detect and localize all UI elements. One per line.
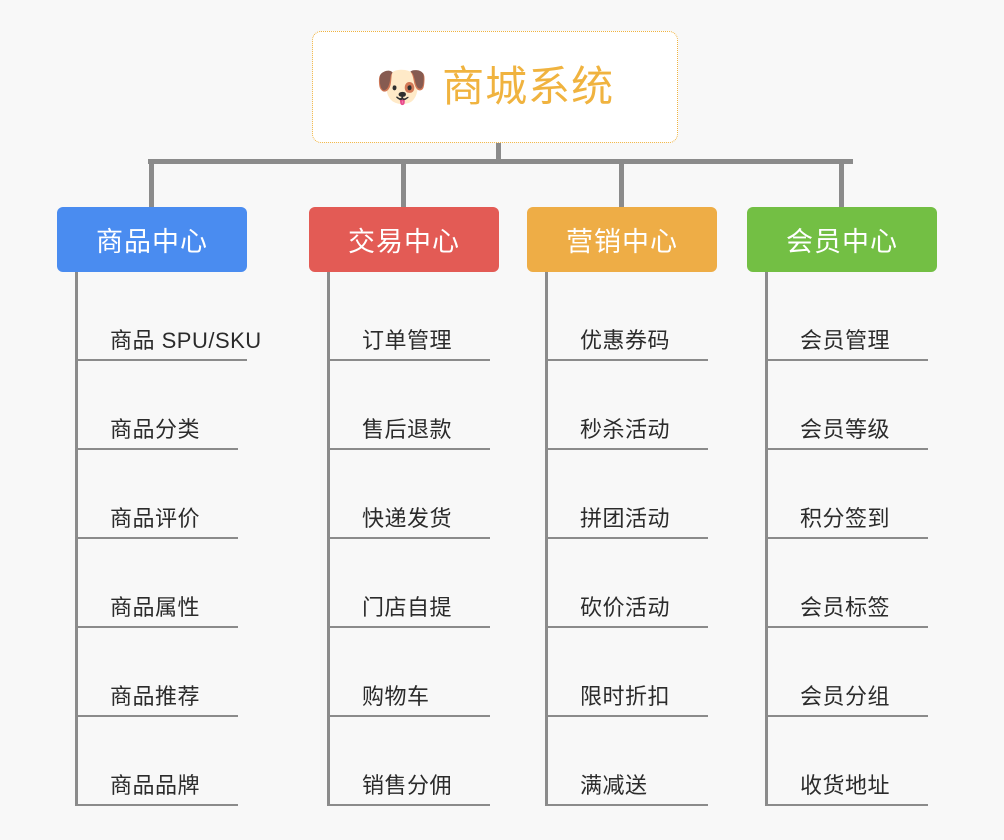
leaf-item-label: 门店自提 xyxy=(362,595,453,620)
leaf-underline: 商品分类 xyxy=(78,412,238,450)
column-trade-center: 交易中心订单管理售后退款快递发货门店自提购物车销售分佣 xyxy=(309,207,499,806)
leaf-item[interactable]: 商品品牌 xyxy=(78,717,247,806)
leaf-item[interactable]: 商品 SPU/SKU xyxy=(78,272,261,361)
leaf-item-label: 售后退款 xyxy=(362,417,453,442)
leaf-item[interactable]: 快递发货 xyxy=(330,450,499,539)
leaf-underline: 秒杀活动 xyxy=(548,412,708,450)
leaf-item[interactable]: 门店自提 xyxy=(330,539,499,628)
leaf-item[interactable]: 会员管理 xyxy=(768,272,937,361)
leaf-item-label: 积分签到 xyxy=(800,506,891,531)
leaf-item-label: 秒杀活动 xyxy=(580,417,671,442)
branch-drop-connector-marketing-center xyxy=(619,159,624,207)
root-node[interactable]: 🐶 商城系统 xyxy=(312,31,678,143)
leaf-item-label: 销售分佣 xyxy=(362,773,453,798)
dog-face-icon: 🐶 xyxy=(375,63,429,110)
root-title: 商城系统 xyxy=(442,63,615,110)
leaf-underline: 会员管理 xyxy=(768,323,928,361)
leaf-item-label: 优惠券码 xyxy=(580,328,671,353)
leaf-item[interactable]: 优惠券码 xyxy=(548,272,717,361)
leaf-item[interactable]: 会员标签 xyxy=(768,539,937,628)
leaf-item[interactable]: 限时折扣 xyxy=(548,628,717,717)
column-product-center: 商品中心商品 SPU/SKU 商品分类商品评价商品属性商品推荐商品品牌 xyxy=(57,207,261,806)
category-box-marketing-center[interactable]: 营销中心 xyxy=(527,207,717,272)
leaf-underline: 订单管理 xyxy=(330,323,490,361)
leaf-underline: 满减送 xyxy=(548,768,708,806)
horizontal-bus-connector xyxy=(148,159,853,164)
leaf-item[interactable]: 秒杀活动 xyxy=(548,361,717,450)
leaf-underline: 购物车 xyxy=(330,679,490,717)
leaf-list-marketing-center: 优惠券码秒杀活动拼团活动砍价活动限时折扣满减送 xyxy=(545,272,717,806)
leaf-item[interactable]: 满减送 xyxy=(548,717,717,806)
leaf-item-label: 会员分组 xyxy=(800,684,891,709)
root-trunk-connector xyxy=(496,143,501,164)
leaf-item[interactable]: 商品推荐 xyxy=(78,628,247,717)
leaf-item-label: 拼团活动 xyxy=(580,506,671,531)
category-label: 交易中心 xyxy=(348,227,460,257)
leaf-list-product-center: 商品 SPU/SKU 商品分类商品评价商品属性商品推荐商品品牌 xyxy=(75,272,261,806)
leaf-list-member-center: 会员管理会员等级积分签到会员标签会员分组收货地址 xyxy=(765,272,937,806)
leaf-item-label: 商品评价 xyxy=(110,506,201,531)
leaf-underline: 限时折扣 xyxy=(548,679,708,717)
branch-drop-connector-trade-center xyxy=(401,159,406,207)
leaf-underline: 会员等级 xyxy=(768,412,928,450)
leaf-item-label: 会员标签 xyxy=(800,595,891,620)
leaf-item[interactable]: 积分签到 xyxy=(768,450,937,539)
leaf-item[interactable]: 订单管理 xyxy=(330,272,499,361)
leaf-underline: 商品推荐 xyxy=(78,679,238,717)
leaf-item[interactable]: 会员分组 xyxy=(768,628,937,717)
leaf-item-label: 购物车 xyxy=(362,684,430,709)
category-label: 营销中心 xyxy=(566,227,678,257)
leaf-item-label: 会员管理 xyxy=(800,328,891,353)
branch-drop-connector-product-center xyxy=(149,159,154,207)
leaf-item-label: 收货地址 xyxy=(800,773,891,798)
leaf-underline: 砍价活动 xyxy=(548,590,708,628)
leaf-item-label: 砍价活动 xyxy=(580,595,671,620)
leaf-underline: 销售分佣 xyxy=(330,768,490,806)
leaf-item[interactable]: 商品评价 xyxy=(78,450,247,539)
leaf-underline: 积分签到 xyxy=(768,501,928,539)
category-label: 会员中心 xyxy=(786,227,898,257)
leaf-item[interactable]: 销售分佣 xyxy=(330,717,499,806)
leaf-item-label: 满减送 xyxy=(580,773,648,798)
leaf-list-trade-center: 订单管理售后退款快递发货门店自提购物车销售分佣 xyxy=(327,272,499,806)
leaf-underline: 快递发货 xyxy=(330,501,490,539)
leaf-underline: 收货地址 xyxy=(768,768,928,806)
leaf-underline: 会员标签 xyxy=(768,590,928,628)
category-box-product-center[interactable]: 商品中心 xyxy=(57,207,247,272)
leaf-item-label: 快递发货 xyxy=(362,506,453,531)
leaf-item[interactable]: 收货地址 xyxy=(768,717,937,806)
leaf-item-label: 商品品牌 xyxy=(110,773,201,798)
column-marketing-center: 营销中心优惠券码秒杀活动拼团活动砍价活动限时折扣满减送 xyxy=(527,207,717,806)
leaf-item-label: 商品属性 xyxy=(110,595,201,620)
leaf-underline: 拼团活动 xyxy=(548,501,708,539)
leaf-item-label: 商品 SPU/SKU xyxy=(110,328,262,353)
leaf-underline: 优惠券码 xyxy=(548,323,708,361)
leaf-item[interactable]: 售后退款 xyxy=(330,361,499,450)
category-box-member-center[interactable]: 会员中心 xyxy=(747,207,937,272)
leaf-item[interactable]: 商品属性 xyxy=(78,539,247,628)
leaf-underline: 商品属性 xyxy=(78,590,238,628)
leaf-item-label: 会员等级 xyxy=(800,417,891,442)
branch-drop-connector-member-center xyxy=(839,159,844,207)
leaf-item-label: 限时折扣 xyxy=(580,684,671,709)
leaf-underline: 商品品牌 xyxy=(78,768,238,806)
leaf-underline: 门店自提 xyxy=(330,590,490,628)
leaf-item[interactable]: 砍价活动 xyxy=(548,539,717,628)
category-label: 商品中心 xyxy=(96,227,208,257)
leaf-underline: 商品评价 xyxy=(78,501,238,539)
leaf-item[interactable]: 购物车 xyxy=(330,628,499,717)
leaf-underline: 售后退款 xyxy=(330,412,490,450)
leaf-item-label: 商品推荐 xyxy=(110,684,201,709)
leaf-item[interactable]: 商品分类 xyxy=(78,361,247,450)
leaf-item-label: 商品分类 xyxy=(110,417,201,442)
column-member-center: 会员中心会员管理会员等级积分签到会员标签会员分组收货地址 xyxy=(747,207,937,806)
leaf-item-label: 订单管理 xyxy=(362,328,453,353)
leaf-underline: 商品 SPU/SKU xyxy=(78,323,261,361)
leaf-underline: 会员分组 xyxy=(768,679,928,717)
leaf-item[interactable]: 会员等级 xyxy=(768,361,937,450)
category-box-trade-center[interactable]: 交易中心 xyxy=(309,207,499,272)
leaf-item[interactable]: 拼团活动 xyxy=(548,450,717,539)
